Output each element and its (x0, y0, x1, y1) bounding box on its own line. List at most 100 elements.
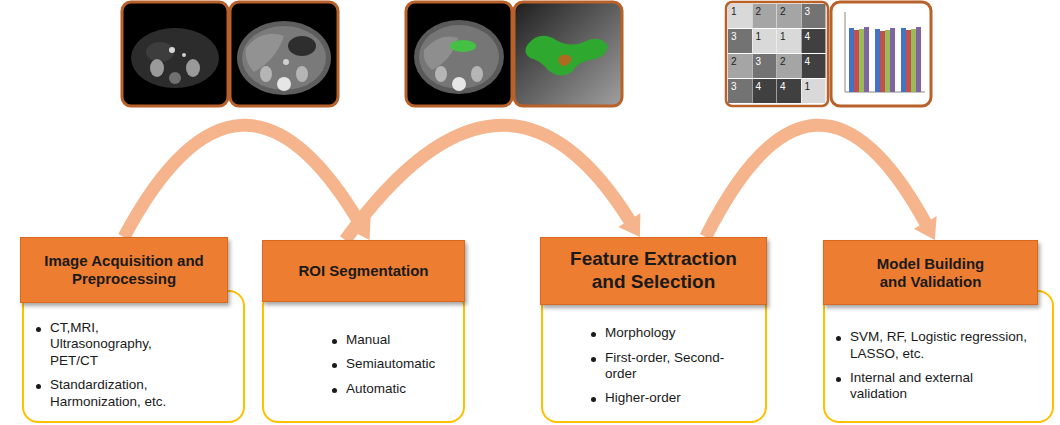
bullet-dot (36, 384, 41, 389)
stage-header: ROI Segmentation (262, 240, 465, 302)
grid-value: 1 (780, 32, 786, 42)
illustration-shape (514, 2, 622, 106)
illustration-shape (859, 29, 864, 92)
texture-matrix (726, 2, 828, 106)
illustration-shape (122, 2, 228, 106)
bullet-dot (591, 397, 596, 402)
illustration-shape (514, 2, 622, 106)
bullet-list: CT,MRI, Ultrasonography, PET/CT Standardi… (24, 309, 243, 421)
illustration-shape (802, 54, 826, 78)
arrow-head (348, 216, 370, 240)
bullet-row: Manual (332, 332, 463, 348)
grid-value: 1 (731, 7, 737, 17)
illustration-shape (728, 29, 752, 53)
bullet-text: First-order, Second-order (605, 350, 740, 383)
illustration-shape (471, 66, 483, 82)
illustration-shape (890, 28, 895, 92)
illustration-shape (906, 30, 911, 92)
bullet-row: CT,MRI, Ultrasonography, PET/CT (36, 320, 243, 369)
bar-chart (831, 2, 931, 106)
illustration-shape (406, 2, 512, 106)
bullet-dot (332, 388, 337, 393)
illustration-shape (230, 2, 338, 106)
illustration-shape (726, 2, 828, 106)
illustration-shape (777, 29, 801, 53)
arc-line (124, 125, 360, 237)
stage-header: Image Acquisition and Preprocessing (20, 237, 228, 303)
illustration-shape (525, 36, 608, 76)
bullet-text: Standardization, Harmonization, etc. (50, 377, 200, 410)
illustration-shape (277, 77, 291, 91)
bullet-dot (836, 377, 841, 382)
illustration-shape (802, 4, 826, 28)
illustration-shape (450, 40, 476, 52)
illustration-shape (753, 29, 777, 53)
flow-arc (706, 125, 937, 240)
illustration-shape (880, 31, 885, 92)
stage-header: Feature Extraction and Selection (540, 237, 767, 305)
bullet-text: Internal and external validation (850, 370, 1030, 403)
bullet-list: ManualSemiautomaticAutomatic (264, 308, 463, 421)
illustration-shape (849, 28, 854, 92)
illustration-shape (414, 20, 504, 94)
illustration-shape (728, 4, 752, 28)
illustration-shape (777, 79, 801, 103)
illustration-shape (131, 28, 219, 88)
arc-line (706, 125, 926, 237)
illustration-shape (288, 36, 316, 56)
illustration-shape (169, 47, 175, 53)
bullet-panel: SVM, RF, Logistic regression, LASSO, etc… (823, 290, 1054, 423)
segmented-ct-image (406, 2, 512, 106)
illustration-shape (831, 2, 931, 106)
bullet-text: SVM, RF, Logistic regression, LASSO, etc… (850, 329, 1030, 362)
illustration-shape (753, 54, 777, 78)
illustration-shape (916, 27, 921, 92)
segmentation-3d-image (514, 2, 622, 106)
flow-arc (345, 125, 640, 240)
bullet-row: SVM, RF, Logistic regression, LASSO, etc… (836, 329, 1052, 362)
illustration-shape (230, 2, 338, 106)
bullet-text: Semiautomatic (346, 356, 435, 372)
stage-header: Model Building and Validation (823, 240, 1038, 305)
illustration-shape (150, 59, 164, 77)
ct-image (230, 2, 338, 106)
illustration-shape (911, 29, 916, 92)
arc-line (345, 125, 630, 240)
grid-value: 1 (805, 82, 811, 92)
illustration-shape (237, 21, 331, 95)
grid-value: 2 (731, 57, 737, 67)
bullet-dot (332, 363, 337, 368)
header-text: Image Acquisition and Preprocessing (43, 252, 205, 288)
illustration-shape (802, 29, 826, 53)
illustration-shape (452, 77, 466, 91)
header-text: Model Building and Validation (862, 255, 1000, 291)
bullet-row: Internal and external validation (836, 370, 1052, 403)
illustration-shape (260, 66, 272, 82)
bullet-row: Morphology (591, 325, 765, 341)
bullet-panel: MorphologyFirst-order, Second-orderHighe… (541, 290, 767, 423)
grid-value: 2 (756, 7, 762, 17)
illustration-shape (728, 79, 752, 103)
grid-value: 4 (805, 57, 811, 67)
illustration-shape (831, 2, 931, 106)
bullet-row: Semiautomatic (332, 356, 463, 372)
illustration-shape (122, 2, 228, 106)
bullet-text: Manual (346, 332, 390, 348)
grid-value: 1 (756, 32, 762, 42)
header-text: Feature Extraction and Selection (554, 248, 754, 294)
illustration-shape (182, 53, 186, 57)
bullet-dot (591, 357, 596, 362)
grid-value: 3 (731, 32, 737, 42)
grid-value: 3 (731, 82, 737, 92)
illustration-shape (753, 4, 777, 28)
bullet-text: Morphology (605, 325, 676, 341)
illustration-shape (854, 30, 859, 92)
illustration-shape (726, 2, 828, 106)
bullet-text: Higher-order (605, 390, 681, 406)
illustration-shape (864, 27, 869, 92)
header-text: ROI Segmentation (298, 262, 428, 280)
illustration-shape (901, 28, 906, 92)
illustration-shape (169, 72, 181, 84)
bullet-dot (591, 332, 596, 337)
